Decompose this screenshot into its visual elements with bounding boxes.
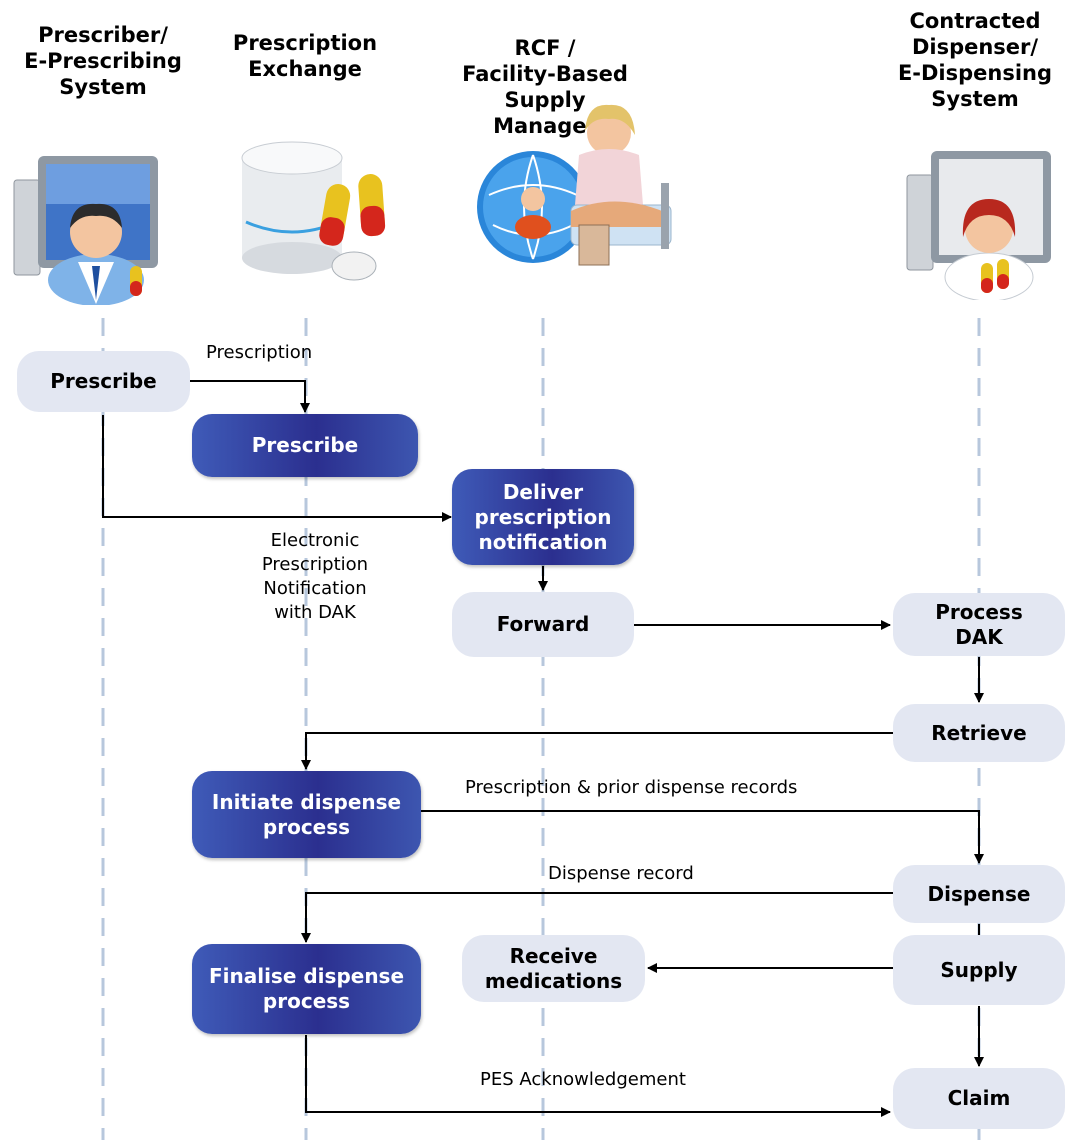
message-pes-acknowledgement: PES Acknowledgement: [480, 1069, 686, 1090]
lane-title-prescriber: Prescriber/ E-Prescribing System: [24, 23, 182, 99]
step-finalise-dispense: Finalise dispense process: [192, 944, 421, 1034]
arrow-dispense-record: [301, 892, 893, 943]
database-pills-icon: [241, 141, 386, 281]
nurse-patient-network-icon: [477, 104, 672, 266]
arrow-pes-ack: [305, 1035, 891, 1117]
step-forward: Forward: [452, 592, 634, 657]
lane-title-rcf: RCF / Facility-Based Supply Manager: [462, 36, 628, 138]
message-dispense-record: Dispense record: [548, 863, 694, 884]
step-deliver-notification: Deliver prescription notification: [452, 469, 634, 565]
arrow-prescription: [190, 380, 310, 413]
message-prior-dispense-records: Prescription & prior dispense records: [465, 777, 798, 798]
doctor-computer-icon: [13, 156, 158, 305]
step-retrieve: Retrieve: [893, 704, 1065, 762]
step-prescribe-prescriber: Prescribe: [17, 351, 190, 412]
step-prescribe-exchange: Prescribe: [192, 414, 418, 477]
step-supply: Supply: [893, 935, 1065, 1005]
step-claim: Claim: [893, 1068, 1065, 1129]
step-initiate-dispense: Initiate dispense process: [192, 771, 421, 858]
step-receive-medications: Receive medications: [462, 935, 645, 1002]
arrow-retrieve-initiate: [301, 732, 893, 770]
arrow-records: [421, 810, 984, 864]
step-process-dak: Process DAK: [893, 593, 1065, 656]
lane-title-exchange: Prescription Exchange: [232, 31, 378, 81]
lane-title-dispenser: Contracted Dispenser/ E-Dispensing Syste…: [897, 9, 1053, 111]
step-dispense: Dispense: [893, 865, 1065, 923]
pharmacist-computer-icon: [906, 151, 1051, 300]
message-prescription: Prescription: [206, 342, 313, 363]
arrow-notification: [102, 415, 452, 522]
message-electronic-notification: Electronic Prescription Notification wit…: [261, 530, 369, 623]
